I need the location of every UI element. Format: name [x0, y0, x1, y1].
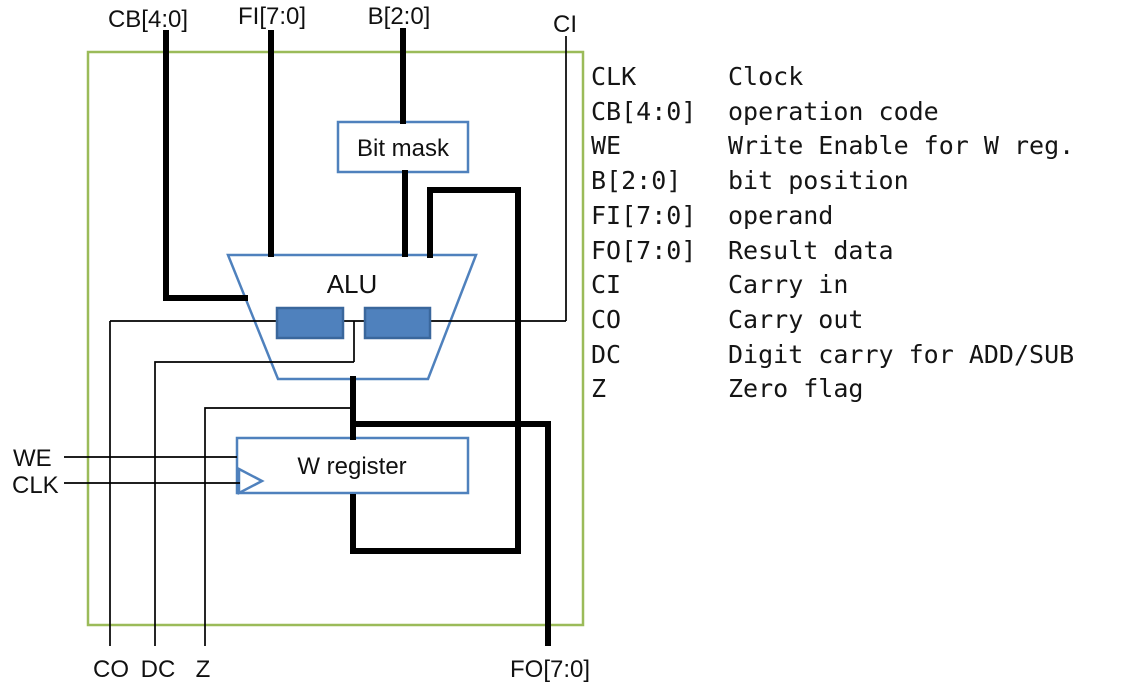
- legend-row: CB[4:0] operation code: [591, 95, 1136, 130]
- we-port-label: WE: [13, 445, 52, 472]
- legend-row: Z Zero flag: [591, 372, 1136, 407]
- legend-signal: FO[7:0]: [591, 235, 697, 265]
- alu-label: ALU: [327, 269, 378, 299]
- legend-description: operation code: [728, 96, 939, 126]
- alu-operand-b-rect: [363, 306, 432, 340]
- z-wire: [204, 407, 353, 646]
- dc-port-label: DC: [141, 656, 176, 683]
- legend-description: Result data: [728, 235, 894, 265]
- legend-signal: CB[4:0]: [591, 96, 697, 126]
- legend-description: operand: [728, 200, 834, 230]
- legend-row: DC Digit carry for ADD/SUB: [591, 338, 1136, 373]
- legend-row: B[2:0] bit position: [591, 164, 1136, 199]
- legend-signal: CI: [591, 270, 622, 300]
- legend-description: Carry out: [728, 304, 864, 334]
- ci-port-label: CI: [553, 11, 577, 38]
- w-register-label: W register: [297, 453, 406, 480]
- co-port-label: CO: [93, 656, 129, 683]
- legend-row: CO Carry out: [591, 303, 1136, 338]
- legend-description: Write Enable for W reg.: [728, 131, 1075, 161]
- dc-wire: [154, 361, 354, 646]
- bit-mask-block: [336, 120, 470, 174]
- legend-row: WE Write Enable for W reg.: [591, 129, 1136, 164]
- w-register-block: [235, 436, 470, 495]
- legend-row: FI[7:0] operand: [591, 199, 1136, 234]
- legend-signal: Z: [591, 374, 607, 404]
- b-port-label: B[2:0]: [368, 3, 431, 30]
- cb-bus: [163, 30, 248, 301]
- legend-signal: B[2:0]: [591, 166, 682, 196]
- legend-signal: DC: [591, 339, 622, 369]
- chip-boundary-box: [86, 50, 585, 627]
- legend-row: FO[7:0] Result data: [591, 234, 1136, 269]
- clk-port-label: CLK: [12, 472, 59, 499]
- z-port-label: Z: [196, 656, 211, 683]
- clock-edge-triangle-icon: [237, 466, 265, 496]
- w-register-feedback-bus: [350, 187, 521, 554]
- legend-signal: CO: [591, 304, 622, 334]
- bit-mask-label: Bit mask: [357, 135, 450, 162]
- legend-row: CLK Clock: [591, 60, 1136, 95]
- alu-trapezoid: [226, 253, 478, 381]
- legend-description: Clock: [728, 62, 804, 91]
- legend-signal: WE: [591, 131, 622, 161]
- legend-signal: FI[7:0]: [591, 200, 697, 230]
- legend-description: Zero flag: [728, 374, 864, 404]
- legend-signal: CLK: [591, 62, 637, 91]
- fo-port-label: FO[7:0]: [510, 656, 590, 683]
- fo-bus: [353, 421, 551, 646]
- legend-description: bit position: [728, 166, 909, 196]
- legend-description: Carry in: [728, 270, 849, 300]
- legend-row: CI Carry in: [591, 268, 1136, 303]
- legend-description: Digit carry for ADD/SUB: [728, 339, 1075, 369]
- fi-port-label: FI[7:0]: [238, 3, 306, 30]
- signal-legend: CLK Clock CB[4:0] operation code WE Writ…: [591, 60, 1136, 407]
- cb-port-label: CB[4:0]: [108, 6, 188, 33]
- alu-operand-a-rect: [275, 306, 345, 340]
